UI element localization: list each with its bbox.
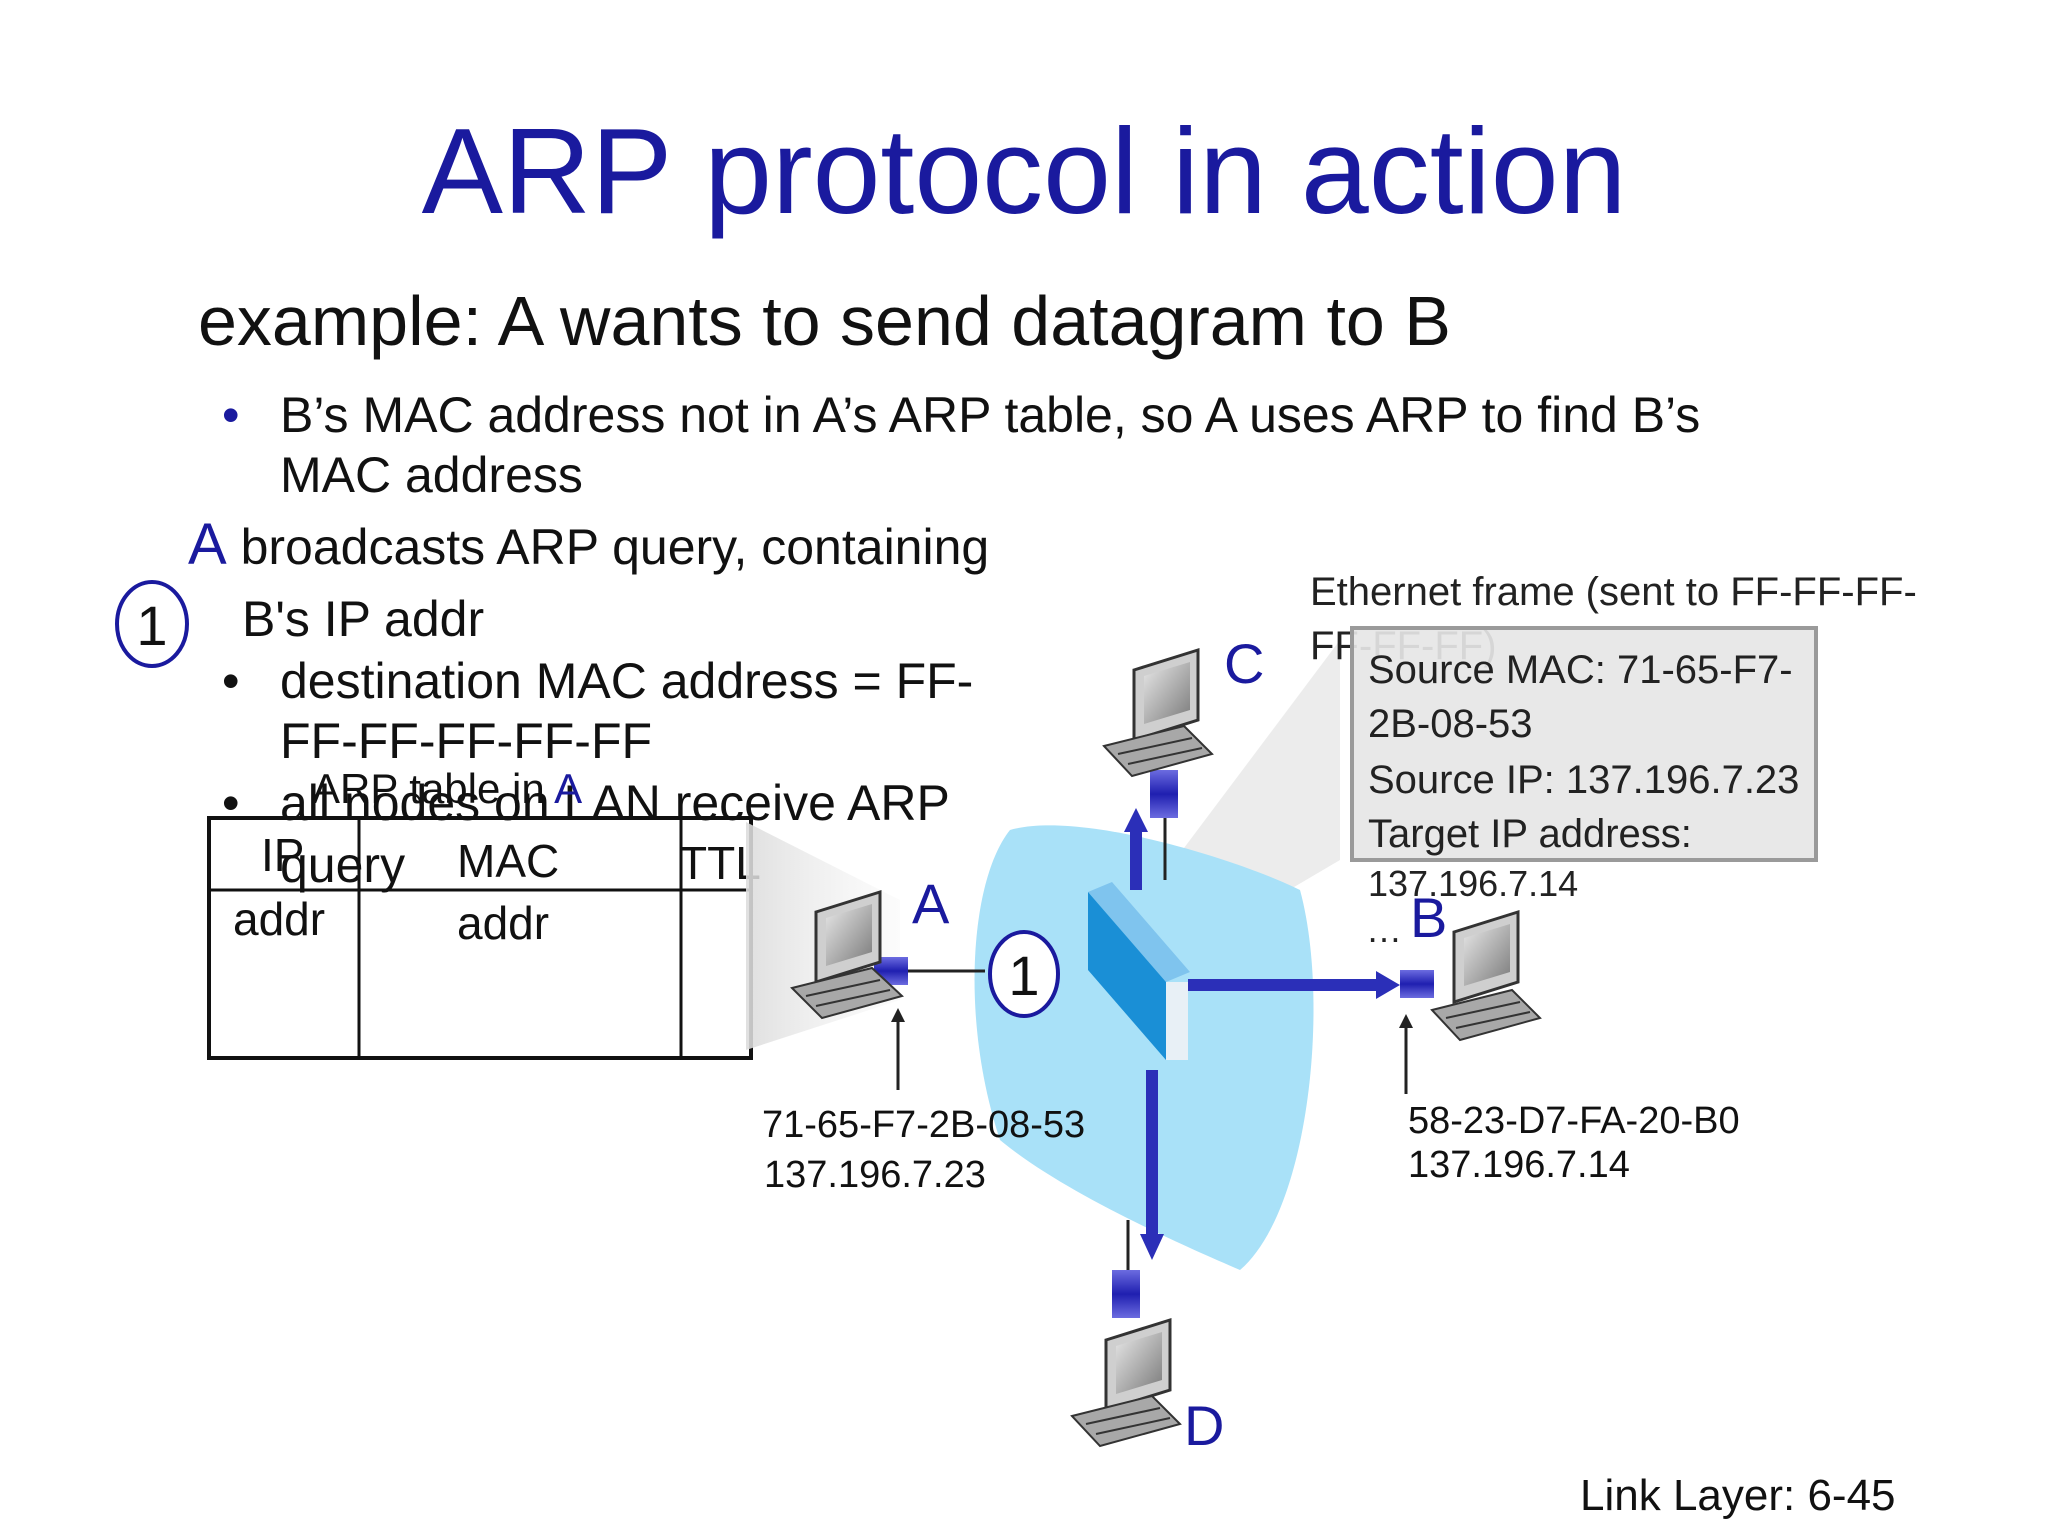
node-b-label: B (1410, 886, 1448, 949)
computer-a-icon (790, 889, 904, 1020)
step1-lead-letter: A (188, 512, 227, 577)
link-step-marker-icon (988, 930, 1060, 1018)
step1-lead: A broadcasts ARP query, containing (188, 516, 989, 574)
node-b-mac: 58-23-D7-FA-20-B0 (1408, 1100, 1740, 1142)
computer-c-icon (1102, 647, 1214, 778)
dest-mac-line2: FF-FF-FF-FF-FF (280, 713, 653, 769)
bullet-mac-line2: MAC address (280, 447, 583, 503)
node-c-label: C (1224, 632, 1265, 695)
frame-target-ip-value: 137.196.7.14 (1368, 863, 1579, 904)
computer-d-icon (1070, 1317, 1182, 1448)
node-a-ip: 137.196.7.23 (764, 1154, 986, 1196)
step1-marker-icon (115, 580, 189, 668)
ethernet-frame-box (1350, 626, 1818, 862)
arrow-to-d-head (1140, 1234, 1164, 1260)
port-b (1400, 970, 1434, 998)
arp-table-grid (211, 820, 749, 1056)
bullet-dot-icon: • (222, 387, 240, 443)
link-step-marker-label: 1 (1008, 944, 1040, 1007)
arp-table-caption-text: ARP table in (312, 765, 555, 812)
port-d (1112, 1270, 1140, 1318)
example-heading: example: A wants to send datagram to B (198, 282, 1451, 360)
pointer-b-head (1399, 1014, 1413, 1028)
switch-side (1166, 982, 1188, 1060)
step1-marker-label: 1 (136, 594, 168, 657)
step1-lead-text: broadcasts ARP query, containing (240, 519, 990, 575)
frame-source-ip: Source IP: 137.196.7.23 (1368, 758, 1800, 802)
slide-footer: Link Layer: 6-45 (1580, 1471, 1896, 1520)
arrow-to-c-head (1124, 808, 1148, 832)
step1-ip-line: B's IP addr (242, 591, 485, 647)
frame-source-mac-line2: 2B-08-53 (1368, 702, 1533, 746)
node-d-label: D (1184, 1394, 1225, 1457)
frame-target-ip-label: Target IP address: (1368, 812, 1692, 856)
arp-table-caption: ARP table in A (312, 768, 582, 810)
port-c (1150, 770, 1178, 818)
node-b-ip: 137.196.7.14 (1408, 1144, 1630, 1186)
lan-cloud (974, 825, 1314, 1270)
frame-heading-line1: Ethernet frame (sent to FF-FF-FF- (1310, 570, 1917, 614)
arp-table-ip-header-line1: IP (261, 829, 305, 881)
switch-top (1088, 882, 1190, 982)
arp-table-caption-node: A (554, 765, 583, 812)
switch-face (1088, 892, 1166, 1060)
arp-table-mac-header-line1: MAC (457, 835, 560, 887)
frame-ellipsis: … (1366, 909, 1402, 950)
node-a-mac: 71-65-F7-2B-08-53 (762, 1104, 1086, 1146)
pointer-a-head (891, 1008, 905, 1022)
computer-b-icon (1430, 909, 1542, 1042)
bullet-mac-line1: B’s MAC address not in A’s ARP table, so… (280, 387, 1701, 443)
frame-source-mac-line1: Source MAC: 71-65-F7- (1368, 648, 1793, 692)
arp-table-ip-header-line2: addr (233, 893, 326, 945)
node-a-label: A (912, 872, 950, 935)
slide-title: ARP protocol in action (421, 103, 1627, 239)
arp-table: IP addr MAC addr TTL (207, 816, 761, 1060)
arrow-to-b-head (1376, 971, 1400, 999)
all-nodes-line2: query (280, 837, 406, 893)
bullet-dot-icon: • (222, 653, 240, 709)
arp-table-mac-header-line2: addr (457, 897, 550, 949)
dest-mac-line1: destination MAC address = FF- (280, 653, 974, 709)
bullet-dot-icon: • (222, 775, 240, 831)
